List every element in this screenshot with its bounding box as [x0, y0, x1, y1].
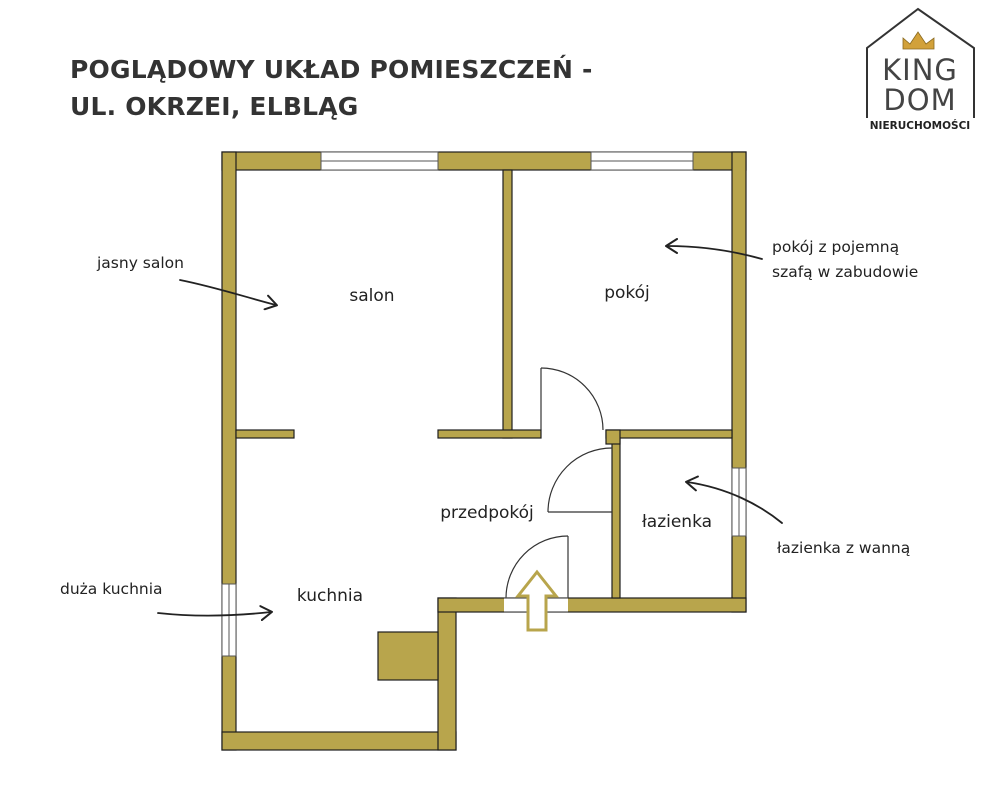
- annotation-salon: jasny salon: [96, 254, 184, 272]
- house-crown-icon: [866, 7, 975, 118]
- curved-arrow-icon: [157, 605, 273, 622]
- curved-arrow-icon: [179, 279, 278, 311]
- page-title-line-2: UL. OKRZEI, ELBLĄG: [70, 92, 359, 121]
- crown-icon: [902, 31, 935, 50]
- entrance-arrow-icon: [514, 569, 560, 632]
- kingdom-logo: KING DOM NIERUCHOMOŚCI: [861, 7, 980, 132]
- page-title-line-1: POGLĄDOWY UKŁAD POMIESZCZEŃ -: [70, 55, 593, 84]
- room-label-pokoj: pokój: [604, 283, 650, 303]
- curved-arrow-icon: [685, 475, 783, 524]
- logo-subtitle: NIERUCHOMOŚCI: [870, 119, 970, 132]
- annotation-lazienka: łazienka z wanną: [777, 539, 910, 557]
- room-label-przedpokoj: przedpokój: [440, 503, 534, 523]
- room-label-salon: salon: [349, 286, 394, 306]
- annotation-kuchnia: duża kuchnia: [60, 580, 163, 598]
- walls: [221, 151, 747, 751]
- room-label-kuchnia: kuchnia: [297, 586, 363, 606]
- logo-word-bottom: DOM: [883, 83, 956, 117]
- room-label-lazienka: łazienka: [642, 512, 712, 532]
- annotation-pokoj-line-2: szafą w zabudowie: [772, 263, 918, 281]
- curved-arrow-icon: [665, 238, 763, 260]
- logo-word-top: KING: [882, 53, 958, 87]
- annotation-pokoj-line-1: pokój z pojemną: [772, 238, 899, 256]
- doors: [504, 367, 613, 613]
- windows: [221, 151, 747, 657]
